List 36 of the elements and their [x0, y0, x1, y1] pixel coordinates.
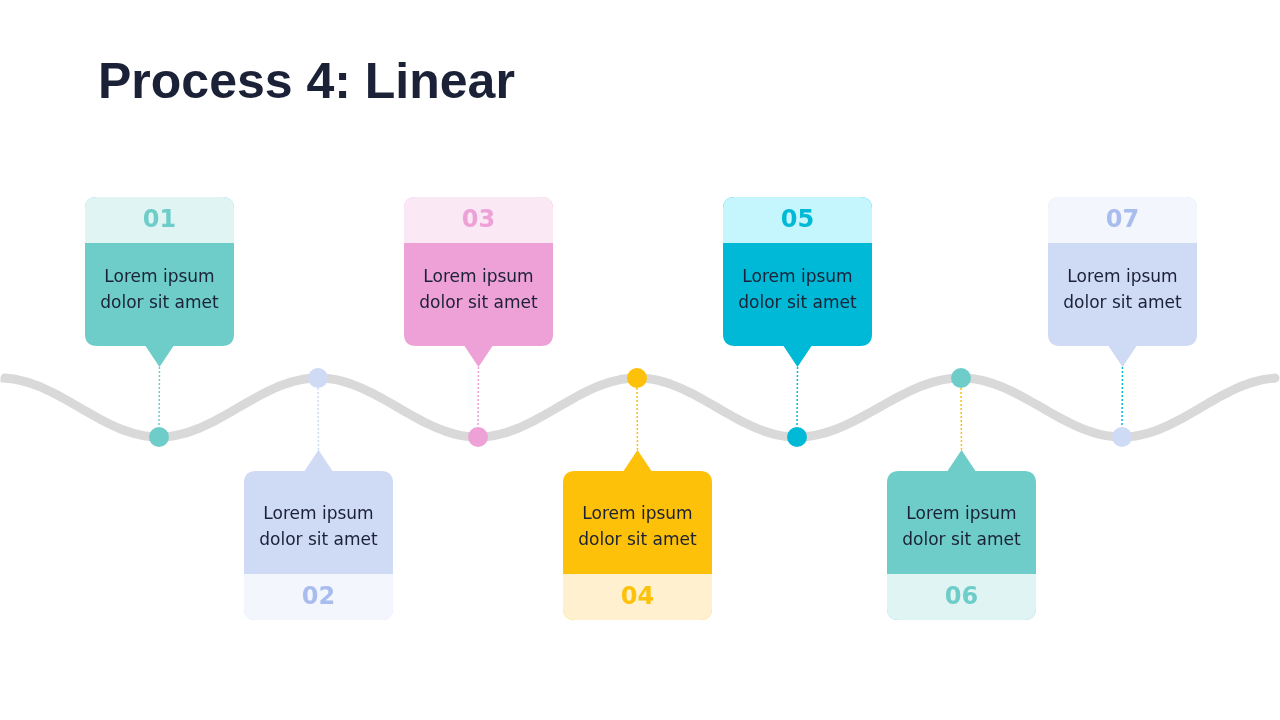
- leader-line: [477, 366, 480, 428]
- step-text: Lorem ipsum dolor sit amet: [418, 265, 539, 314]
- step-number: 02: [300, 582, 337, 610]
- callout-box: [723, 197, 872, 367]
- step-number: 07: [1104, 205, 1141, 233]
- step-text: Lorem ipsum dolor sit amet: [258, 502, 379, 551]
- timeline-dot: [308, 368, 328, 388]
- timeline-dot: [468, 427, 488, 447]
- callout-box: [563, 450, 712, 620]
- step-text: Lorem ipsum dolor sit amet: [1062, 265, 1183, 314]
- timeline-dot: [1112, 427, 1132, 447]
- step-number: 03: [460, 205, 497, 233]
- step-text: Lorem ipsum dolor sit amet: [99, 265, 220, 314]
- leader-line: [317, 387, 320, 451]
- timeline-dot: [627, 368, 647, 388]
- timeline-dot: [149, 427, 169, 447]
- step-number: 05: [779, 205, 816, 233]
- callout-box: [887, 450, 1036, 620]
- leader-line: [960, 387, 963, 451]
- step-number: 06: [943, 582, 980, 610]
- callout-box: [404, 197, 553, 367]
- timeline-dot: [951, 368, 971, 388]
- step-number: 01: [141, 205, 178, 233]
- slide-title: Process 4: Linear: [98, 52, 515, 110]
- leader-line: [636, 387, 639, 451]
- step-text: Lorem ipsum dolor sit amet: [577, 502, 698, 551]
- leader-line: [796, 366, 799, 428]
- leader-line: [1121, 366, 1124, 428]
- timeline-dot: [787, 427, 807, 447]
- leader-line: [158, 366, 161, 428]
- callout-box: [1048, 197, 1197, 367]
- callout-box: [244, 450, 393, 620]
- step-text: Lorem ipsum dolor sit amet: [737, 265, 858, 314]
- step-text: Lorem ipsum dolor sit amet: [901, 502, 1022, 551]
- callout-box: [85, 197, 234, 367]
- step-number: 04: [619, 582, 656, 610]
